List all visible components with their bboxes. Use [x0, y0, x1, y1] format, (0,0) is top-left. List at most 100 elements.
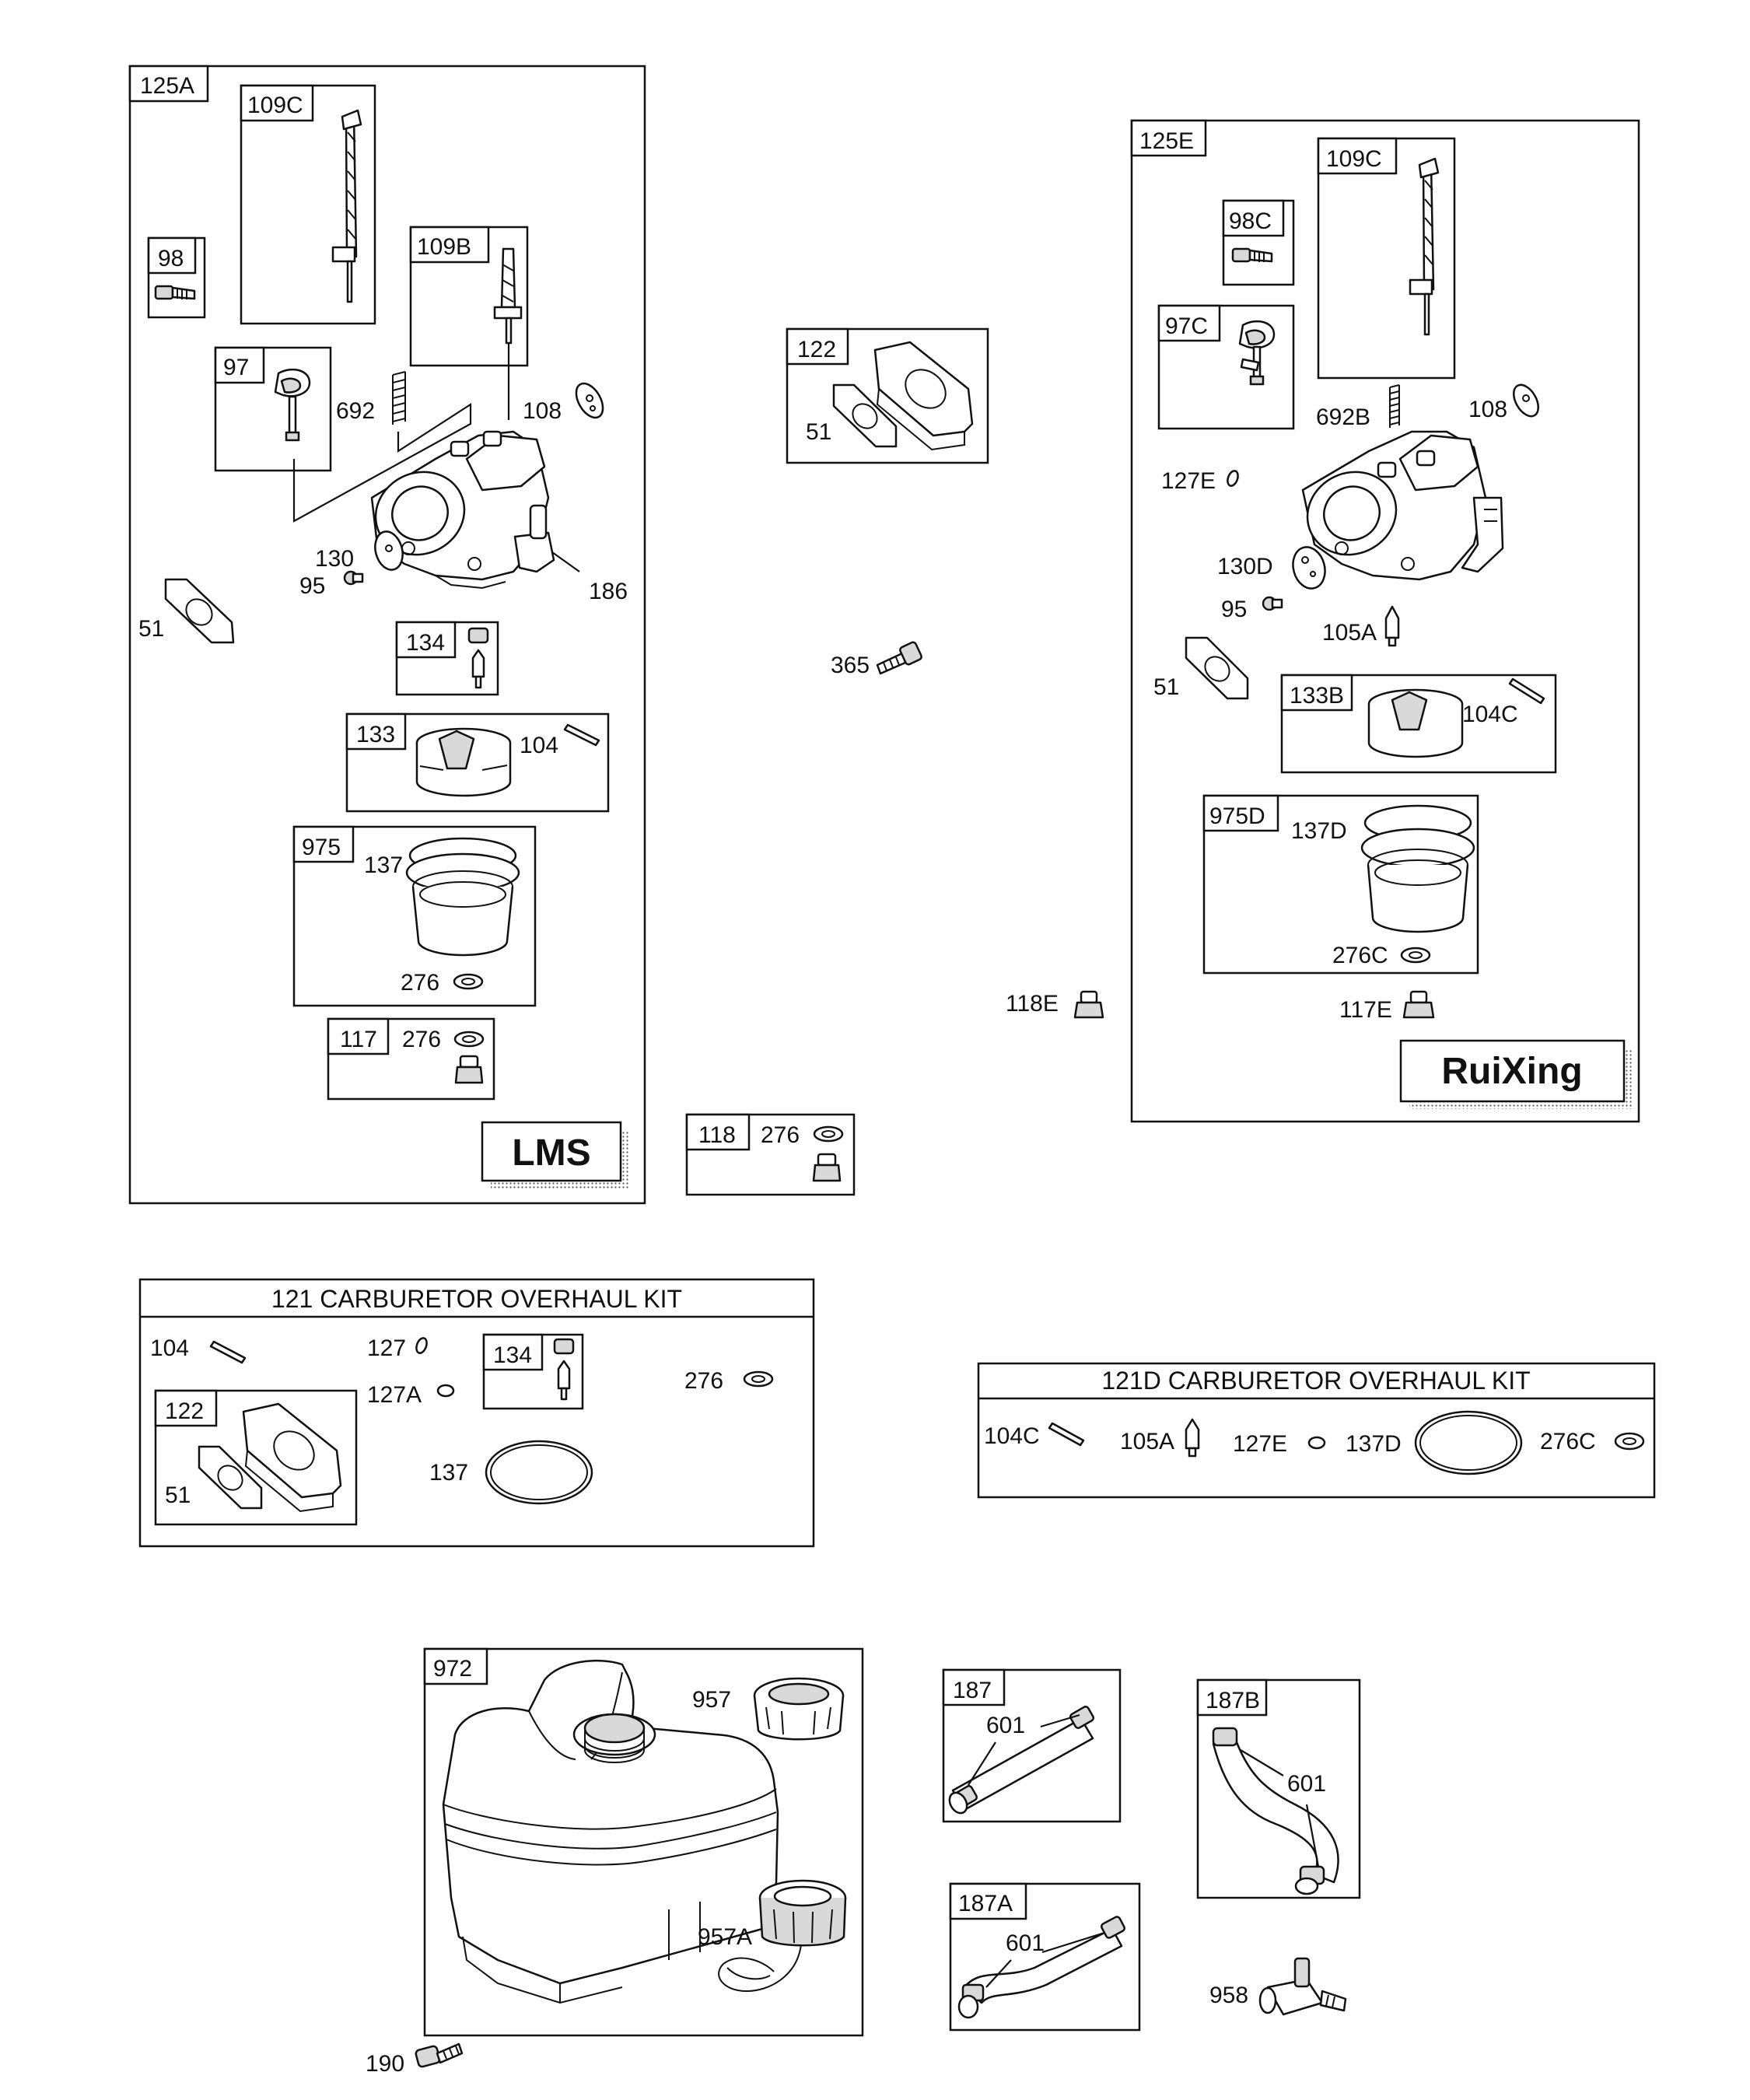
label-95-b: 95 [1221, 597, 1247, 622]
label-975: 975 [302, 835, 341, 860]
oring-127a-part [436, 1384, 455, 1398]
label-108-a: 108 [523, 398, 562, 424]
oring-137d-b-part [1414, 1410, 1523, 1475]
label-137d-a: 137D [1291, 818, 1347, 844]
carburetor-body-e-part [1301, 430, 1504, 581]
lms-logo-box [481, 1121, 622, 1182]
label-117e: 117E [1339, 997, 1392, 1023]
label-51-a: 51 [138, 616, 164, 642]
plug-118-part [812, 1153, 842, 1182]
label-134-a: 134 [406, 630, 445, 656]
ruixing-logo-box [1399, 1039, 1626, 1103]
screw-95-b-part [1262, 596, 1283, 611]
label-118: 118 [698, 1122, 736, 1148]
group-972: 972 957 957A [423, 1647, 864, 2037]
label-187b: 187B [1206, 1688, 1260, 1713]
label-134-b: 134 [493, 1342, 532, 1368]
oring-137-b-part [485, 1440, 593, 1505]
group-118: 118 276 [685, 1113, 856, 1196]
label-276-a: 276 [401, 970, 439, 996]
box-122-a [786, 327, 989, 464]
tag-125a [128, 65, 209, 103]
box-187 [942, 1668, 1122, 1823]
fuel-tank-part [442, 1660, 779, 2004]
choke-lever-c-part [1238, 320, 1276, 386]
label-958: 958 [1209, 1983, 1248, 2008]
fuel-line-187a-part [957, 1916, 1126, 2019]
group-125e-frame [1130, 119, 1640, 1123]
label-276c-b: 276C [1540, 1429, 1596, 1454]
plug-118e-part [1073, 990, 1104, 1019]
float-133-part [415, 727, 512, 797]
box-117 [327, 1017, 495, 1101]
oring-127e-b-part [1307, 1436, 1326, 1450]
carburetor-body-part [370, 430, 555, 590]
label-127: 127 [367, 1335, 406, 1361]
label-109b: 109B [417, 234, 471, 260]
fuel-line-187-part [948, 1706, 1095, 1815]
box-187a [949, 1882, 1141, 2032]
box-975d [1202, 794, 1479, 975]
box-122-b [154, 1389, 358, 1526]
box-118 [685, 1113, 856, 1196]
label-187: 187 [953, 1678, 992, 1703]
bowl-975-part [405, 837, 520, 957]
label-104c-a: 104C [1462, 702, 1518, 727]
float-133b-part [1367, 688, 1464, 758]
label-98c: 98C [1229, 208, 1272, 234]
fuel-cap-957-part [753, 1677, 845, 1741]
label-125a: 125A [140, 73, 194, 99]
label-117: 117 [340, 1027, 377, 1052]
label-109c-b: 109C [1326, 146, 1382, 172]
needle-134-part [467, 627, 489, 689]
box-97c [1157, 304, 1295, 430]
pin-104c-b-part [1048, 1422, 1085, 1447]
oring-127-part [415, 1337, 428, 1354]
label-51-d: 51 [165, 1482, 191, 1508]
screw-98-part [154, 285, 196, 300]
bolt-117-part [454, 1055, 484, 1084]
box-972 [423, 1647, 864, 2037]
box-133 [345, 712, 610, 813]
throttle-shaft-part [493, 247, 523, 420]
label-122-b: 122 [165, 1398, 204, 1424]
kit-121d: 121D CARBURETOR OVERHAUL KIT 104C 105A 1… [977, 1362, 1656, 1499]
washer-276-c-part [813, 1125, 844, 1143]
washer-276c-b-part [1614, 1432, 1645, 1451]
label-95-a: 95 [299, 573, 325, 599]
label-127e-a: 127E [1161, 468, 1216, 494]
label-127a: 127A [367, 1382, 422, 1408]
needle-105a-a-part [1384, 605, 1400, 647]
screw-98c-part [1231, 247, 1273, 263]
box-187b [1196, 1678, 1361, 1899]
label-118e: 118E [1006, 991, 1059, 1017]
tag-125e [1130, 119, 1207, 157]
label-692b: 692B [1316, 404, 1370, 430]
label-105a-b: 105A [1120, 1429, 1174, 1454]
label-97: 97 [223, 355, 249, 380]
pin-104c-a-part [1508, 677, 1545, 705]
label-601-c: 601 [1006, 1930, 1045, 1956]
label-137d-b: 137D [1346, 1431, 1402, 1457]
label-127e-b: 127E [1233, 1431, 1287, 1457]
label-97c: 97C [1165, 313, 1208, 339]
fuel-line-187b-part [1212, 1727, 1339, 1895]
label-957a: 957A [698, 1924, 752, 1950]
screw-95-part [343, 570, 364, 586]
label-133b: 133B [1290, 683, 1344, 709]
spring-692-part [392, 371, 406, 425]
gasket-51-d-part [198, 1445, 263, 1510]
gasket-51-c-part [1185, 636, 1249, 700]
choke-shaft-b-part [1409, 157, 1440, 336]
lms-logo: LMS [512, 1132, 590, 1174]
pin-104-b-part [209, 1340, 247, 1364]
label-692: 692 [336, 398, 375, 424]
label-104-a: 104 [520, 733, 558, 758]
choke-shaft-part [331, 109, 362, 303]
label-957: 957 [692, 1687, 731, 1713]
label-186: 186 [589, 579, 628, 604]
plate-108-b-part [1513, 383, 1539, 418]
plate-108-part [575, 382, 604, 419]
kit-121-frame [138, 1278, 815, 1548]
label-125e: 125E [1139, 128, 1194, 154]
